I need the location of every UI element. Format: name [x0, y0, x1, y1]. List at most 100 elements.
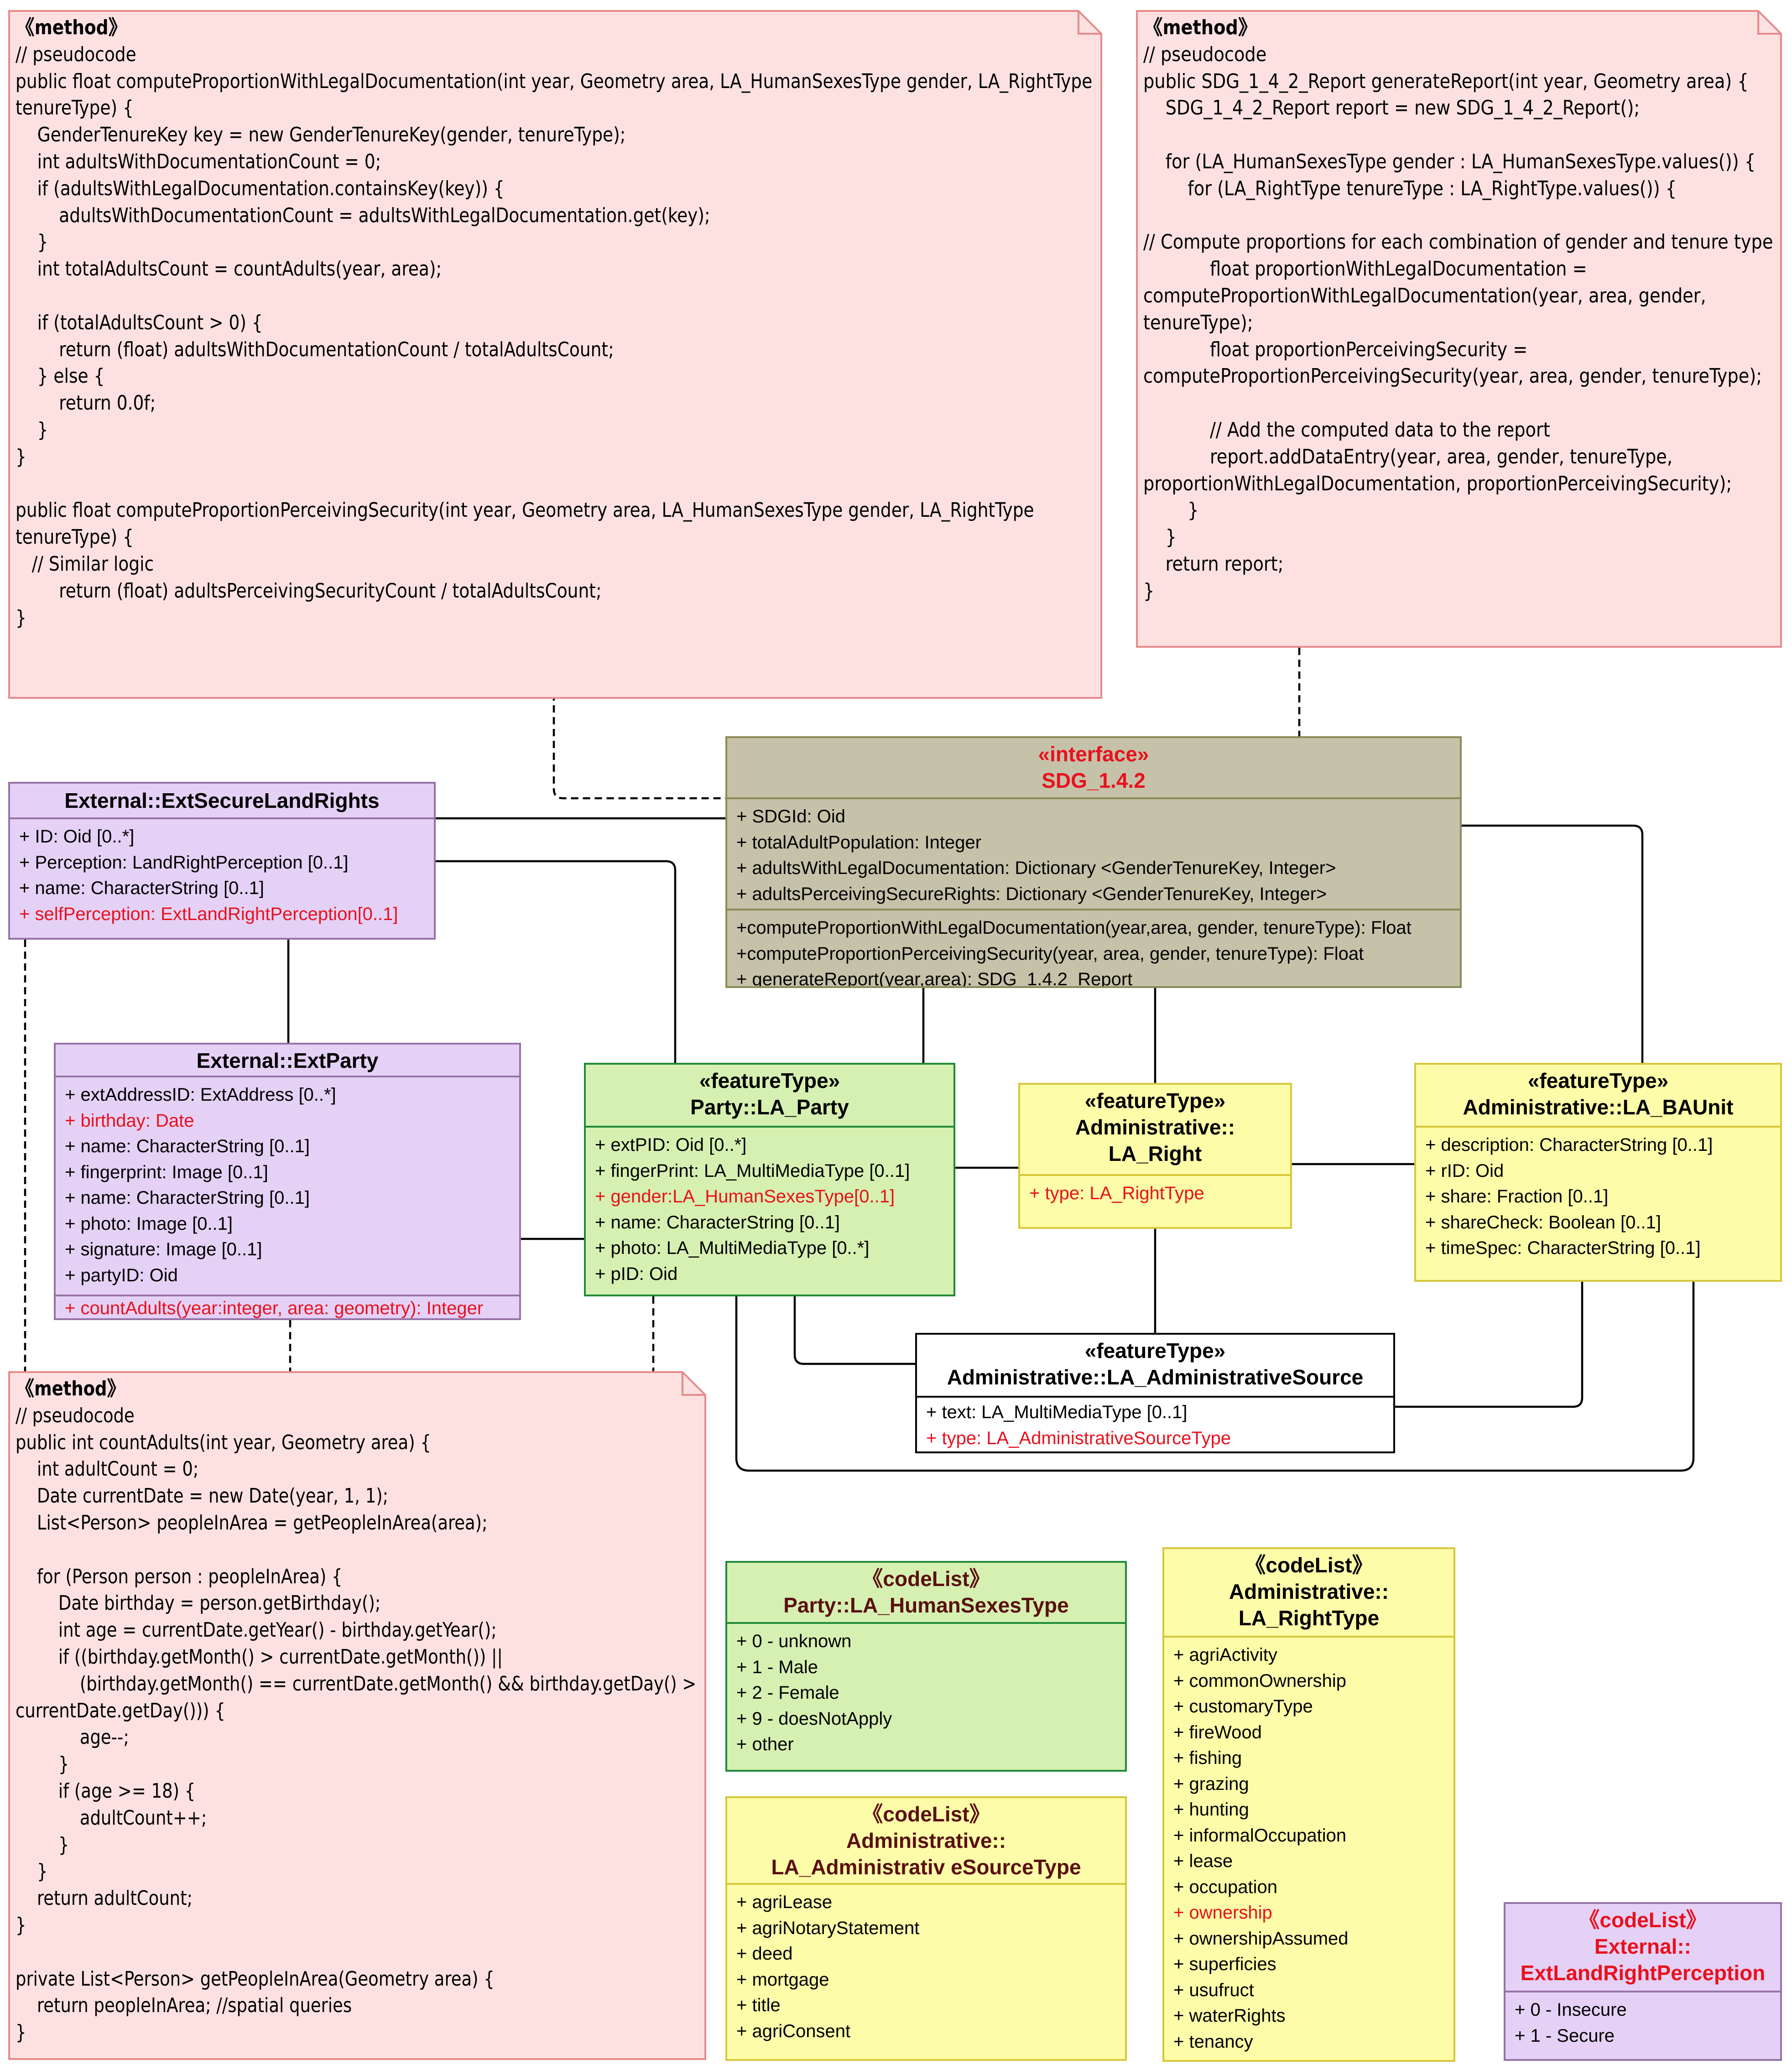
- class-attribute: + adultsPerceivingSecureRights: Dictiona…: [736, 884, 1327, 904]
- code-line: }: [1143, 525, 1177, 549]
- class-name-line1: Administrative::: [1075, 1115, 1235, 1139]
- note-stereotype: 《method》: [16, 1377, 126, 1400]
- code-line: proportionWithLegalDocumentation, propor…: [1143, 472, 1732, 495]
- codelist-la-human-sexes-type[interactable]: 《codeList》 Party::LA_HumanSexesType + 0 …: [725, 1561, 1127, 1772]
- attribute-list: + ID: Oid [0..*]+ Perception: LandRightP…: [19, 824, 425, 901]
- class-name: Administrative::LA_AdministrativeSource: [947, 1365, 1364, 1389]
- value-compartment: + agriLease + agriNotaryStatement + deed + …: [727, 1883, 1125, 2059]
- code-line: Date birthday = person.getBirthday();: [16, 1592, 381, 1615]
- code-line: [1143, 122, 1752, 149]
- attribute-compartment: + ID: Oid [0..*]+ Perception: LandRightP…: [10, 817, 434, 938]
- class-attribute: + photo: Image [0..1]: [65, 1213, 233, 1234]
- code-line: }: [16, 1833, 69, 1857]
- class-attribute: + gender:LA_HumanSexesType[0..1]: [595, 1186, 895, 1207]
- code-line: [16, 471, 1037, 498]
- note-link-top-left: [552, 693, 725, 800]
- code-line: tenureType) {: [16, 525, 134, 549]
- class-stereotype: «featureType»: [1084, 1089, 1226, 1113]
- class-attribute: + rID: Oid: [1425, 1160, 1504, 1181]
- code-line: if (age >= 18) {: [16, 1779, 196, 1803]
- codelist-value: + ownershipAssumed: [1173, 1928, 1349, 1949]
- class-header: External::ExtParty: [56, 1045, 519, 1076]
- codelist-value: + tenancy: [1173, 2031, 1253, 2052]
- code-line: if ((birthday.getMonth() > currentDate.g…: [16, 1645, 503, 1669]
- class-header: «featureType» Administrative::LA_BAUnit: [1416, 1065, 1780, 1126]
- class-attribute: + name: CharacterString [0..1]: [19, 878, 264, 898]
- code-line: }: [16, 1860, 48, 1883]
- class-sdg-1-4-2[interactable]: «interface» SDG_1.4.2 + SDGId: Oid+ tota…: [725, 736, 1462, 988]
- code-line: int adultCount = 0;: [16, 1457, 199, 1481]
- class-operation: + generateReport(year,area): SDG_1.4.2_R…: [736, 969, 1133, 986]
- class-stereotype: 《codeList》: [1245, 1553, 1373, 1577]
- class-attribute: + ID: Oid [0..*]: [19, 827, 135, 847]
- class-attribute: + shareCheck: Boolean [0..1]: [1425, 1212, 1661, 1233]
- codelist-la-right-type[interactable]: 《codeList》 Administrative:: LA_RightType…: [1162, 1547, 1455, 2062]
- class-name: Administrative::LA_BAUnit: [1463, 1095, 1734, 1119]
- note-shape: [8, 1371, 706, 2060]
- class-attribute: + fingerprint: Image [0..1]: [65, 1162, 268, 1182]
- class-name: SDG_1.4.2: [1042, 769, 1146, 792]
- code-line: (birthday.getMonth() == currentDate.getM…: [16, 1672, 697, 1696]
- class-attribute: + extPID: Oid [0..*]: [595, 1135, 747, 1155]
- code-line: int age = currentDate.getYear() - birthd…: [16, 1618, 497, 1642]
- codelist-value: + agriNotaryStatement: [736, 1918, 920, 1938]
- codelist-value: + hunting: [1173, 1800, 1249, 1820]
- assoc-baunit-source: [1395, 1282, 1584, 1408]
- class-la-baunit[interactable]: «featureType» Administrative::LA_BAUnit …: [1414, 1063, 1782, 1282]
- class-la-party[interactable]: «featureType» Party::LA_Party + extPID: …: [584, 1063, 955, 1296]
- class-ext-secure-land-rights[interactable]: External::ExtSecureLandRights + ID: Oid …: [8, 782, 436, 940]
- note-shape: [8, 10, 1102, 699]
- codelist-value: + agriLease: [736, 1892, 833, 1912]
- code-line: tenureType) {: [16, 96, 134, 120]
- code-line: List<Person> peopleInArea = getPeopleInA…: [16, 1511, 488, 1534]
- attribute-compartment: + description: CharacterString [0..1] + r…: [1416, 1126, 1780, 1280]
- class-name: External::ExtSecureLandRights: [64, 789, 380, 812]
- codelist-la-administrative-source-type[interactable]: 《codeList》 Administrative:: LA_Administr…: [725, 1796, 1127, 2061]
- class-header: 《codeList》 Party::LA_HumanSexesType: [727, 1563, 1125, 1622]
- class-la-right[interactable]: «featureType» Administrative:: LA_Right …: [1018, 1083, 1292, 1229]
- codelist-value: + grazing: [1173, 1774, 1249, 1794]
- code-line: // Similar logic: [16, 552, 154, 576]
- attribute-type: + type: LA_RightType: [1020, 1174, 1290, 1227]
- codelist-ext-land-right-perception[interactable]: 《codeList》 External:: ExtLandRightPercep…: [1504, 1902, 1782, 2061]
- code-line: }: [16, 2021, 26, 2044]
- class-operation: +computeProportionWithLegalDocumentation…: [736, 918, 1412, 938]
- class-stereotype: «featureType»: [699, 1069, 840, 1092]
- code-line: }: [16, 230, 48, 254]
- code-line: int adultsWithDocumentationCount = 0;: [16, 150, 381, 173]
- note-stereotype: 《method》: [1143, 16, 1258, 39]
- operation-compartment: +computeProportionWithLegalDocumentation…: [727, 909, 1460, 986]
- code-line: [16, 283, 1037, 310]
- code-line: }: [16, 418, 48, 442]
- codelist-value: + 0 - Insecure: [1515, 2000, 1627, 2020]
- codelist-value: + agriConsent: [736, 2021, 851, 2041]
- code-line: age--;: [16, 1726, 129, 1749]
- code-line: // pseudocode: [16, 42, 136, 66]
- codelist-value: + 0 - unknown: [736, 1631, 852, 1651]
- class-ext-party[interactable]: External::ExtParty + extAddressID: ExtAd…: [54, 1043, 521, 1320]
- class-name-line1: External::: [1594, 1935, 1692, 1958]
- codelist-value: + deed: [736, 1944, 793, 1964]
- code-line: for (LA_HumanSexesType gender : LA_Human…: [1143, 150, 1756, 173]
- class-header: «featureType» Administrative:: LA_Right: [1020, 1085, 1290, 1174]
- code-line: for (Person person : peopleInArea) {: [16, 1565, 343, 1588]
- operation-count-adults: + countAdults(year:integer, area: geomet…: [56, 1295, 519, 1320]
- code-line: return adultCount;: [16, 1887, 193, 1910]
- codelist-value: + 1 - Secure: [1515, 2025, 1615, 2046]
- code-line: }: [1143, 499, 1199, 522]
- class-stereotype: 《codeList》: [862, 1567, 990, 1591]
- code-line: }: [1143, 579, 1155, 603]
- code-line: SDG_1_4_2_Report report = new SDG_1_4_2_…: [1143, 96, 1640, 120]
- class-la-administrative-source[interactable]: «featureType» Administrative::LA_Adminis…: [915, 1333, 1395, 1453]
- class-attribute: + description: CharacterString [0..1]: [1425, 1135, 1713, 1155]
- code-line: tenureType);: [1143, 311, 1253, 334]
- codelist-value: + usufruct: [1173, 1980, 1254, 2000]
- codelist-value: + customaryType: [1173, 1696, 1313, 1716]
- class-header: 《codeList》 Administrative:: LA_RightType: [1164, 1549, 1453, 1636]
- attribute-compartment: + text: LA_MultiMediaType [0..1] + type:…: [917, 1396, 1393, 1451]
- class-attribute: + adultsWithLegalDocumentation: Dictiona…: [736, 858, 1336, 878]
- attribute-type: + type: LA_AdministrativeSourceType: [926, 1428, 1231, 1448]
- code-line: }: [16, 445, 26, 468]
- codelist-value: + mortgage: [736, 1969, 829, 1990]
